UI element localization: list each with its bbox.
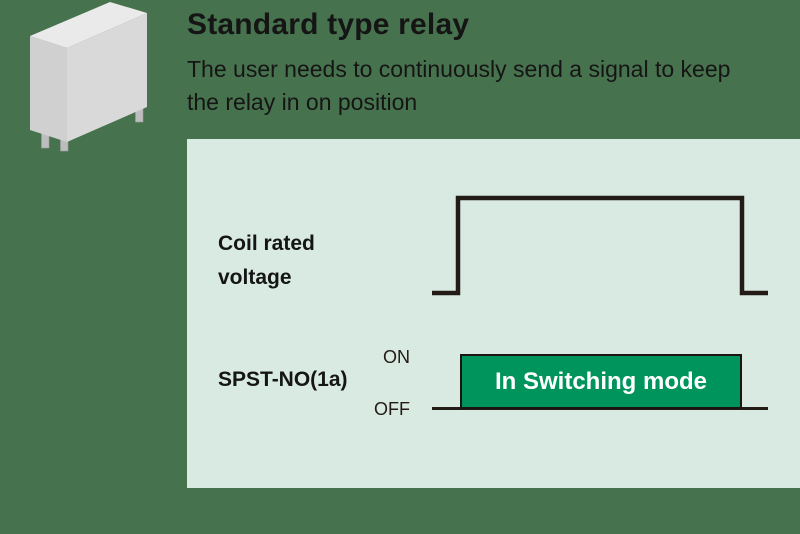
on-label: ON <box>383 347 410 367</box>
coil-label-line-1: Coil rated <box>218 232 315 255</box>
page-title: Standard type relay <box>187 8 470 41</box>
off-label: OFF <box>374 399 410 419</box>
relay-3d-icon <box>30 2 147 152</box>
description-line-2: the relay in on position <box>187 89 418 115</box>
switching-mode-label: In Switching mode <box>494 367 707 395</box>
coil-label-line-2: voltage <box>218 266 292 289</box>
switching-mode-box: In Switching mode <box>460 354 742 409</box>
page-description: The user needs to continuously send a si… <box>187 53 730 119</box>
coil-voltage-label: Coil rated voltage <box>218 227 315 295</box>
contact-label: SPST-NO(1a) <box>218 368 348 391</box>
description-line-1: The user needs to continuously send a si… <box>187 56 731 82</box>
coil-voltage-waveform <box>432 195 768 296</box>
